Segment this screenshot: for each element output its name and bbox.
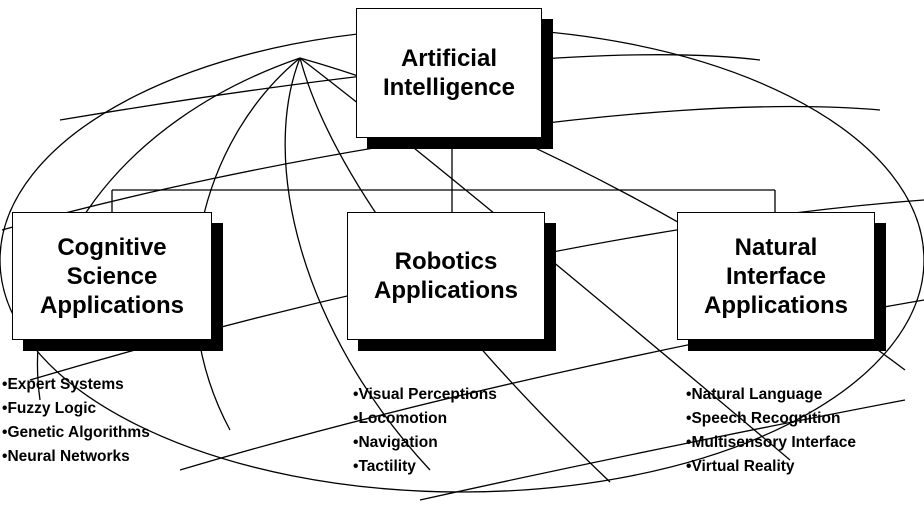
robotics-box: Robotics Applications (347, 212, 545, 340)
list-item: Genetic Algorithms (2, 421, 149, 445)
list-item: Locomotion (353, 407, 497, 431)
cognitive-science-label: Cognitive Science Applications (39, 233, 184, 319)
cognitive-science-box: Cognitive Science Applications (12, 212, 212, 340)
list-item: Expert Systems (2, 373, 150, 397)
list-item: Navigation (353, 431, 497, 455)
list-item: Fuzzy Logic (2, 397, 150, 421)
list-item: Natural Language (686, 383, 856, 407)
list-item: Neural Networks (2, 445, 150, 469)
robotics-items: Visual Perceptions Locomotion Navigation… (353, 383, 497, 479)
natural-interface-box: Natural Interface Applications (677, 212, 875, 340)
root-node-box: Artificial Intelligence (356, 8, 542, 138)
list-item: Multisensory Interface (686, 431, 856, 455)
robotics-label: Robotics Applications (373, 248, 518, 304)
root-node-label: Artificial Intelligence (382, 45, 516, 101)
list-item: Speech Recognition (686, 407, 856, 431)
list-item: Tactility (353, 455, 497, 479)
list-item: Visual Perceptions (353, 383, 496, 407)
list-item: Virtual Reality (686, 455, 856, 479)
cognitive-science-items: Expert Systems Fuzzy Logic Genetic Algor… (2, 373, 150, 469)
natural-interface-label: Natural Interface Applications (703, 233, 848, 319)
natural-interface-items: Natural Language Speech Recognition Mult… (686, 383, 856, 479)
